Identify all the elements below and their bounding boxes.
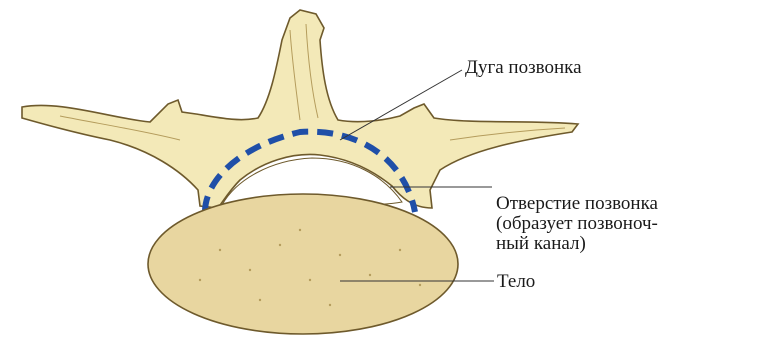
label-vertebral-foramen: Отверстие позвонка [496,194,658,214]
label-vertebral-body: Тело [497,272,535,292]
label-foramen-note-line1: (образует позвоноч- [496,214,658,234]
label-foramen-note-line2: ный канал) [496,234,586,254]
label-vertebral-arch: Дуга позвонка [465,58,582,78]
vertebral-body-shape [148,194,458,334]
